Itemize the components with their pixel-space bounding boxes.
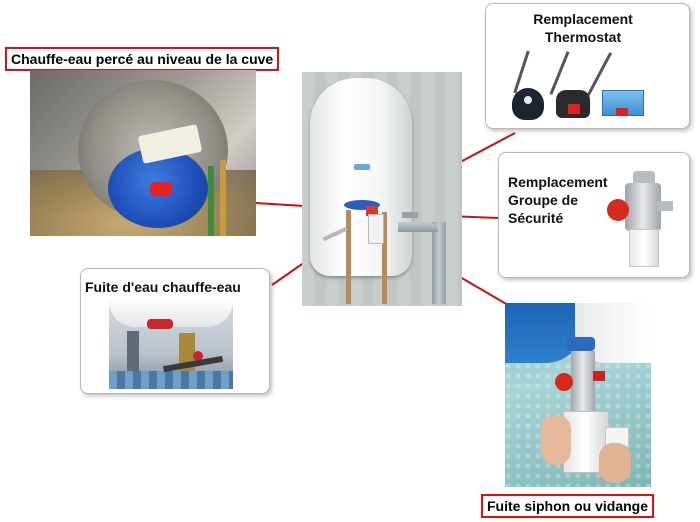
water-leak-photo bbox=[109, 301, 233, 389]
tank-pierced-label: Chauffe-eau percé au niveau de la cuve bbox=[5, 47, 280, 71]
safety-group-line3: Sécurité bbox=[508, 210, 564, 226]
tank-pierced-text: Chauffe-eau percé au niveau de la cuve bbox=[11, 51, 274, 67]
heating-element-photo bbox=[30, 70, 256, 236]
thermostat-title: Remplacement Thermostat bbox=[526, 10, 640, 46]
thermostat-card: Remplacement Thermostat bbox=[485, 3, 690, 129]
safety-valve-photo bbox=[605, 171, 679, 267]
safety-group-card: Remplacement Groupe de Sécurité bbox=[498, 152, 690, 278]
siphon-leak-text: Fuite siphon ou vidange bbox=[487, 498, 648, 514]
thermostat-line1: Remplacement bbox=[533, 11, 633, 27]
water-leak-title: Fuite d'eau chauffe-eau bbox=[85, 279, 241, 295]
water-heater-photo bbox=[302, 72, 462, 306]
safety-group-line2: Groupe de bbox=[508, 192, 579, 208]
thermostat-photo bbox=[498, 50, 674, 124]
siphon-leak-label: Fuite siphon ou vidange bbox=[481, 494, 654, 518]
siphon-photo bbox=[505, 303, 651, 487]
water-leak-card: Fuite d'eau chauffe-eau bbox=[80, 268, 270, 394]
safety-group-title: Remplacement Groupe de Sécurité bbox=[508, 173, 608, 227]
thermostat-line2: Thermostat bbox=[544, 29, 622, 45]
safety-group-line1: Remplacement bbox=[508, 174, 608, 190]
